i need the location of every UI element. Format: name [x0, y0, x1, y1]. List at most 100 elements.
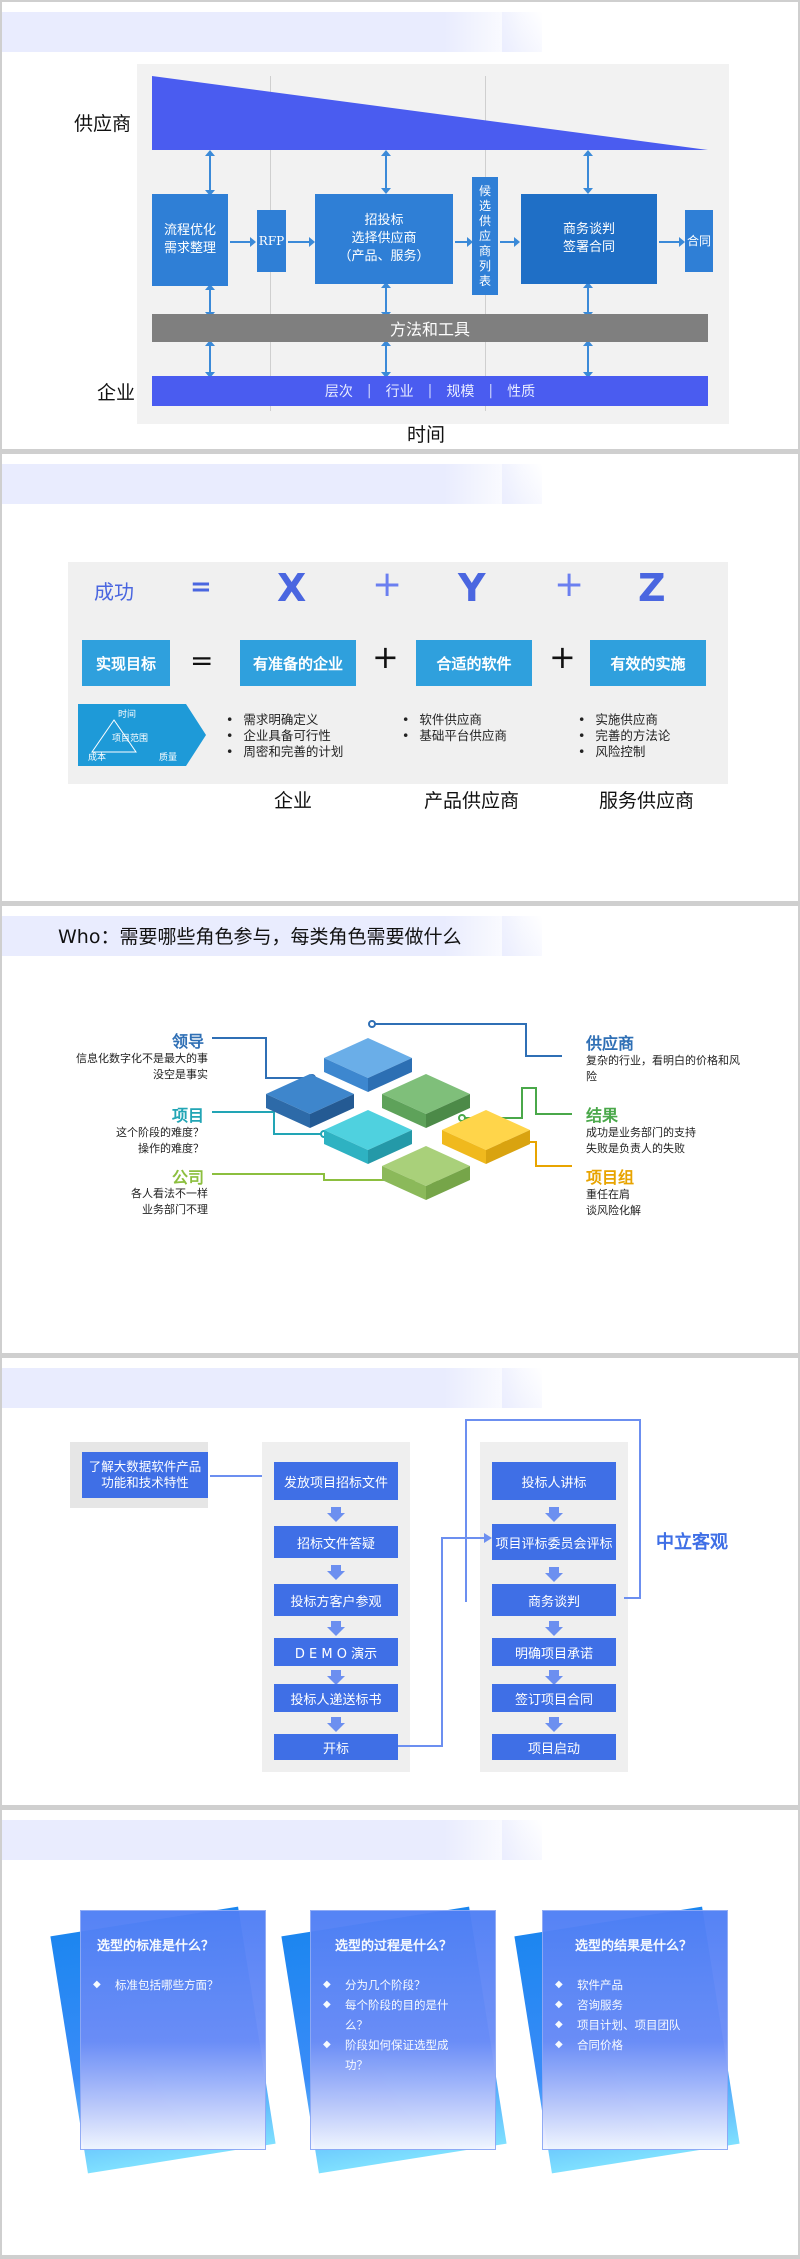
question-card: 选型的过程是什么？ 分为几个阶段？ 每个阶段的目的是什么？ 阶段如何保证选型成功… — [310, 1910, 496, 2150]
role-supplier-desc: 复杂的行业，看明白的价格和风 险 — [586, 1054, 740, 1083]
goal-box: 实现目标 — [82, 640, 170, 686]
triangle-top-label: 时间 — [118, 710, 137, 720]
step-box: 商务谈判 — [492, 1584, 616, 1616]
box-process: 流程优化 需求整理 — [152, 194, 228, 286]
role-project-title: 项目 — [172, 1106, 205, 1125]
card-list-item: 分为几个阶段？ — [319, 1975, 469, 1995]
down-arrow — [545, 1507, 563, 1522]
flow-arrow — [288, 237, 315, 247]
z-variable: Z — [638, 566, 666, 610]
connector-arrow — [381, 340, 391, 378]
level-separator: | — [427, 383, 433, 399]
card-list-item: 咨询服务 — [551, 1995, 721, 2015]
role-leader-desc: 信息化数字化不是最大的事 没空是事实 — [76, 1052, 208, 1081]
connector-arrow — [205, 284, 215, 318]
card-title: 选型的结果是什么？ — [575, 1939, 693, 1954]
card-list: 软件产品 咨询服务 项目计划、项目团队 合同价格 — [551, 1975, 721, 2055]
down-arrow — [327, 1507, 345, 1522]
list-item: 软件供应商 — [402, 712, 507, 728]
title-banner — [2, 464, 542, 504]
card-list-item: 软件产品 — [551, 1975, 721, 1995]
time-label: 时间 — [407, 424, 446, 446]
plus-sign: + — [372, 638, 399, 676]
enterprise-label: 企业 — [97, 382, 136, 404]
role-supplier-title: 供应商 — [586, 1034, 635, 1053]
card-list: 标准包括哪些方面？ — [89, 1975, 259, 1995]
down-arrow — [545, 1621, 563, 1636]
flow-arrow — [500, 237, 520, 247]
triangle-left-label: 成本 — [88, 753, 107, 763]
box-contract-text: 合同 — [686, 234, 711, 248]
down-arrow — [327, 1621, 345, 1636]
triangle-right-label: 质量 — [159, 753, 178, 763]
level-separator: | — [488, 383, 494, 399]
box-process-text: 流程优化 需求整理 — [163, 223, 216, 256]
down-arrow — [327, 1565, 345, 1580]
list-item: 周密和完善的计划 — [226, 744, 343, 760]
intro-text: 了解大数据软件产品 功能和技术特性 — [88, 1459, 202, 1490]
equals-sign: = — [190, 572, 212, 602]
connector-line — [398, 1419, 641, 1747]
column-label-product: 产品供应商 — [424, 790, 520, 812]
plus-sign: + — [554, 564, 585, 605]
box-rfp: RFP — [257, 210, 286, 272]
step-text: 商务谈判 — [527, 1594, 580, 1610]
question-card: 选型的标准是什么？ 标准包括哪些方面？ — [80, 1910, 266, 2150]
term-software-text: 合适的软件 — [436, 654, 512, 673]
product-supplier-list: 软件供应商 基础平台供应商 — [402, 712, 507, 744]
connector-arrow — [381, 150, 391, 194]
level-item: 行业 — [385, 384, 414, 400]
step-box: 投标人讲标 — [492, 1462, 616, 1500]
list-item: 完善的方法论 — [578, 728, 670, 744]
down-arrow — [545, 1670, 563, 1685]
box-bidding-text: 招投标 选择供应商 （产品、服务） — [338, 213, 430, 264]
step-box: 投标人递送标书 — [274, 1684, 398, 1712]
card-list-item: 项目计划、项目团队 — [551, 2015, 721, 2035]
y-variable: Y — [458, 566, 486, 610]
project-triangle-tag — [78, 704, 206, 766]
step-text: D E M O 演示 — [294, 1646, 378, 1662]
term-software: 合适的软件 — [416, 640, 532, 686]
step-text: 发放项目招标文件 — [283, 1475, 388, 1491]
levels-bar: 层次 | 行业 | 规模 | 性质 — [152, 376, 708, 406]
card-title: 选型的标准是什么？ — [97, 1939, 215, 1954]
level-separator: | — [366, 383, 372, 399]
connector-arrow — [583, 150, 593, 194]
box-negotiation: 商务谈判 签署合同 — [521, 194, 657, 284]
connector-arrow — [583, 340, 593, 378]
list-item: 风险控制 — [578, 744, 670, 760]
supplier-wedge — [152, 76, 708, 150]
step-text: 投标方客户参观 — [290, 1594, 382, 1610]
down-arrow — [327, 1717, 345, 1732]
slide-5: 选型的标准是什么？ 标准包括哪些方面？ 选型的过程是什么？ 分为几个阶段？ 每个… — [2, 1810, 798, 2255]
column-label-enterprise: 企业 — [274, 790, 313, 812]
role-team-desc: 重任在肩 谈风险化解 — [586, 1188, 641, 1217]
slide-3: Who：需要哪些角色参与，每类角色需要做什么 — [2, 906, 798, 1353]
step-box: D E M O 演示 — [274, 1638, 398, 1666]
methods-bar-text: 方法和工具 — [389, 320, 470, 339]
step-text: 项目评标委员会评标 — [495, 1536, 613, 1552]
connector-arrow — [205, 150, 215, 196]
methods-bar: 方法和工具 — [152, 314, 708, 342]
slide-1: 供应商 企业 时间 流程优化 需求整理 RFP 招投标 选择供应商 （产品、服务… — [2, 2, 798, 449]
box-rfp-text: RFP — [258, 234, 285, 248]
box-shortlist: 候 选 供 应 商 列 表 — [472, 177, 498, 295]
step-text: 签订项目合同 — [514, 1692, 593, 1708]
level-item: 层次 — [324, 384, 353, 400]
role-result-desc: 成功是业务部门的支持 失败是负责人的失败 — [586, 1126, 696, 1155]
box-contract: 合同 — [685, 210, 713, 272]
card-title: 选型的过程是什么？ — [335, 1939, 453, 1954]
list-item: 企业具备可行性 — [226, 728, 343, 744]
cube-graphic — [212, 1020, 572, 1200]
term-implementation-text: 有效的实施 — [610, 654, 686, 673]
role-company-desc: 各人看法不一样 业务部门不理 — [131, 1187, 208, 1216]
intro-box: 了解大数据软件产品 功能和技术特性 — [82, 1452, 208, 1498]
flow-arrow — [455, 237, 473, 247]
connector-arrow — [583, 282, 593, 318]
slide-4: 了解大数据软件产品 功能和技术特性 发放项目招标文件 招标文件答疑 投标方客户参… — [2, 1358, 798, 1805]
supplier-label: 供应商 — [74, 113, 132, 135]
card-list-item: 标准包括哪些方面？ — [89, 1975, 259, 1995]
goal-text: 实现目标 — [95, 654, 156, 673]
card-list-item: 阶段如何保证选型成功？ — [319, 2035, 469, 2075]
slide-title: Who：需要哪些角色参与，每类角色需要做什么 — [58, 926, 462, 948]
